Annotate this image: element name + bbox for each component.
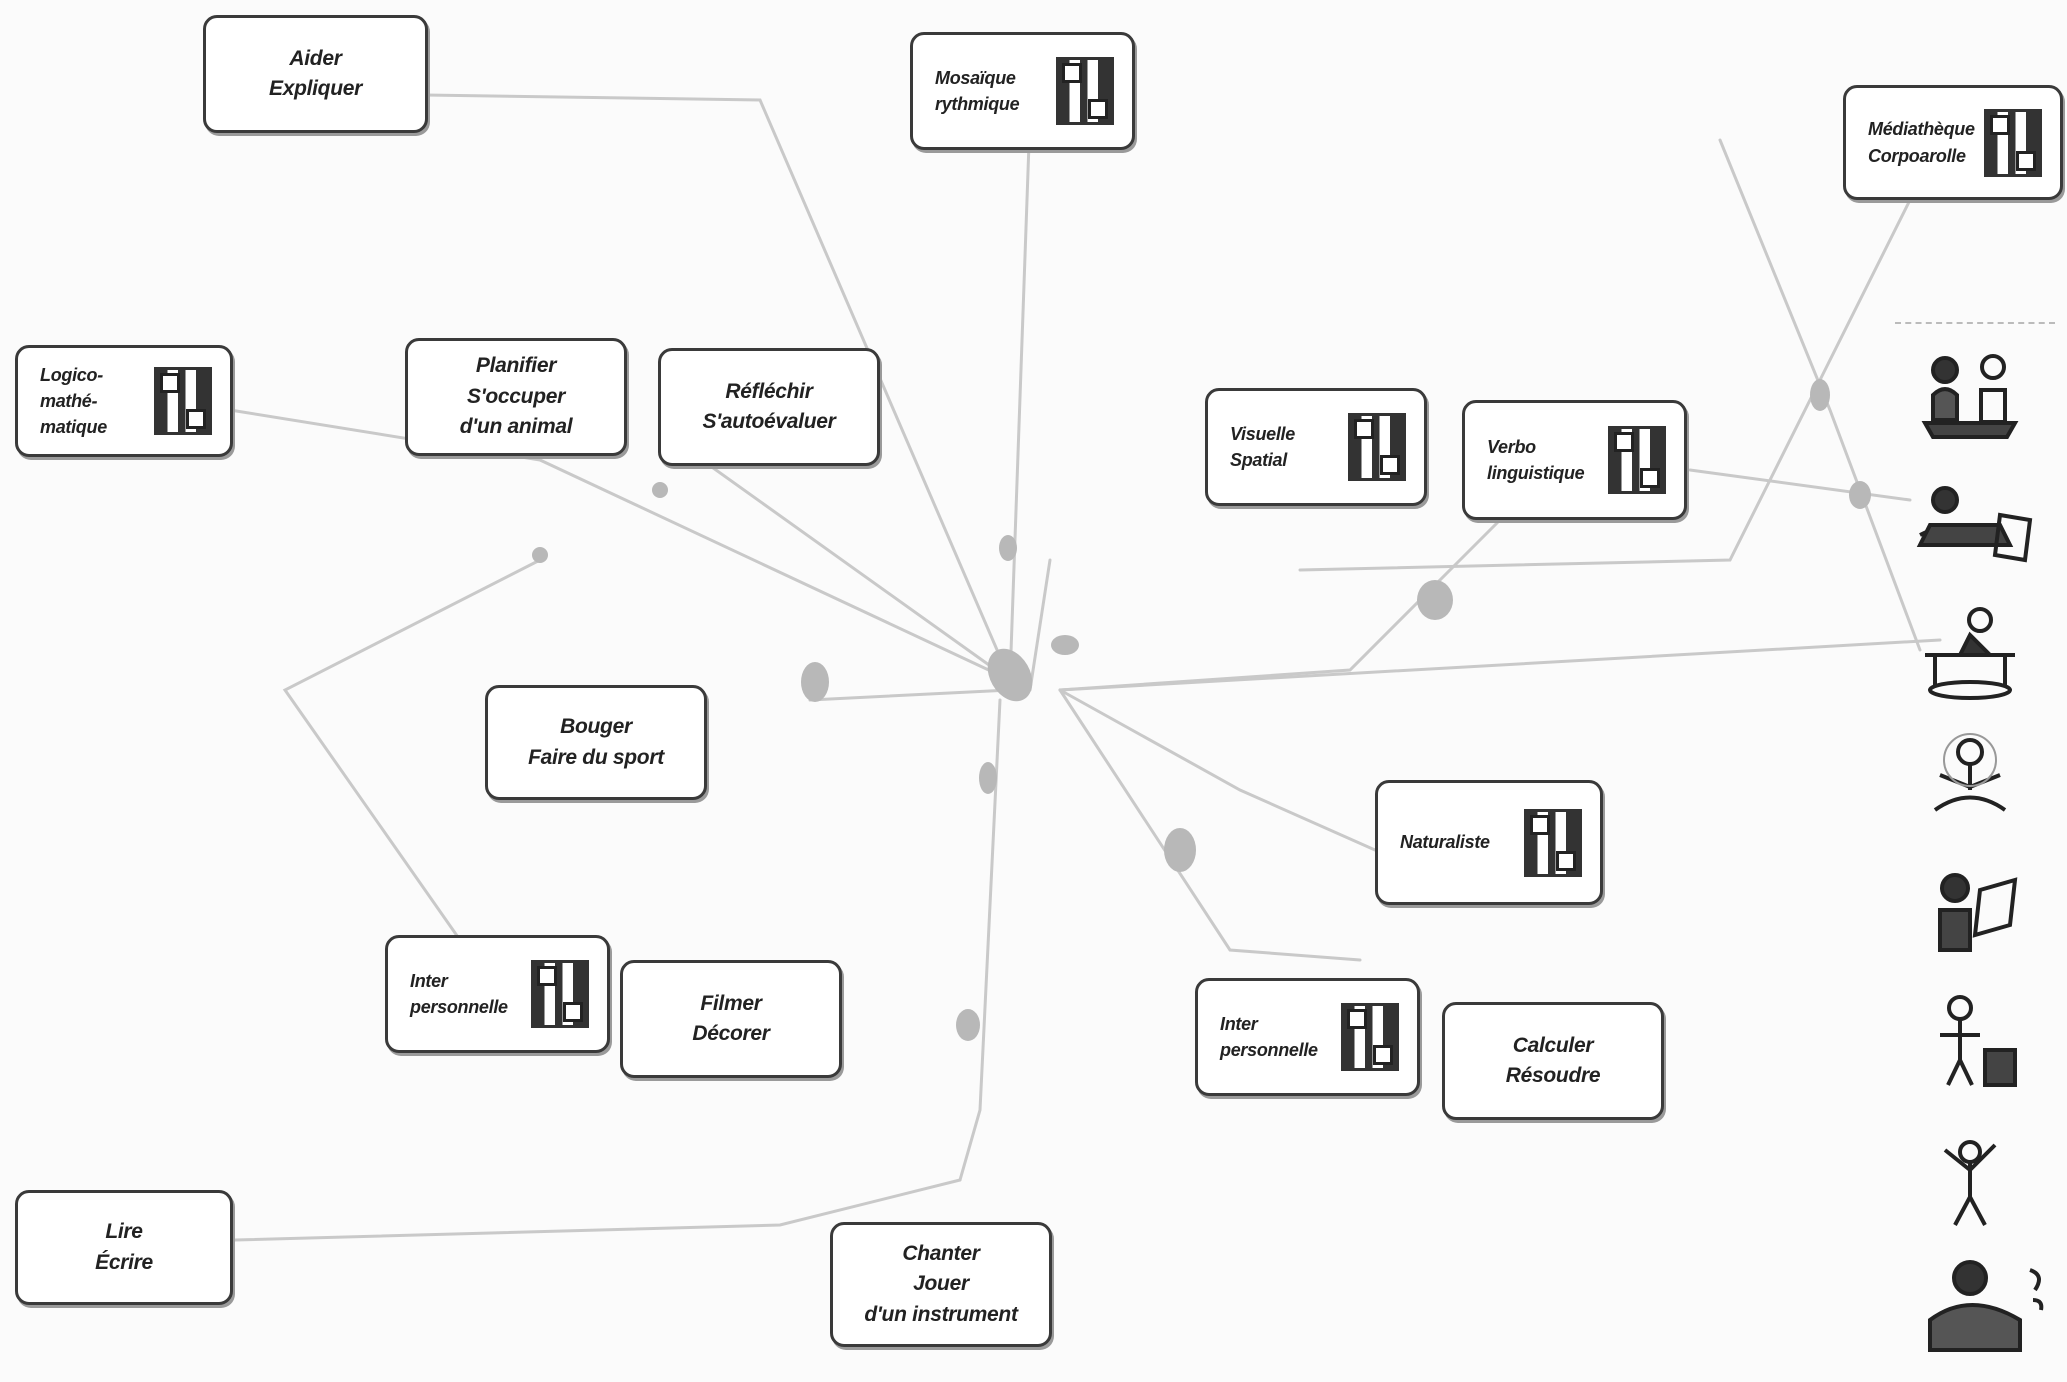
node-text: Réfléchir: [725, 379, 813, 403]
node-text: Expliquer: [269, 77, 362, 100]
children-reading-icon: [1915, 345, 2025, 445]
node-text: Filmer: [700, 991, 762, 1015]
connector-line: [233, 1178, 962, 1242]
connector-node: [979, 762, 997, 794]
node-text: Chanter: [902, 1241, 980, 1265]
connector-line: [282, 558, 542, 942]
node-text: Spatial: [1230, 450, 1287, 470]
qr-code-icon: [154, 367, 212, 435]
connector-node: [1417, 580, 1453, 620]
connector-line: [1028, 558, 1052, 692]
node-text: Bouger: [560, 715, 632, 739]
node-text: S'autoévaluer: [702, 410, 836, 433]
connector-line: [808, 688, 1012, 702]
node-inter-personnelle-left: Inter personnelle: [385, 935, 610, 1053]
connector-line: [1718, 138, 1922, 652]
connector-node: [801, 662, 829, 702]
node-text: Aider: [289, 46, 342, 70]
node-text: Planifier: [475, 354, 557, 378]
node-text: d'un animal: [459, 415, 573, 439]
node-logico-mathematique: Logico-mathé-matique: [15, 345, 233, 457]
child-lying-reading-icon: [1900, 470, 2040, 570]
node-text: Inter: [410, 970, 448, 991]
connector-line: [1058, 638, 1942, 692]
connector-line: [1688, 468, 1912, 502]
qr-code-icon: [1341, 1003, 1399, 1071]
connector-line: [958, 698, 1002, 1182]
node-text: Logico-: [40, 364, 103, 385]
connector-node: [987, 648, 1033, 702]
node-text: Mosaïque: [935, 67, 1016, 88]
node-text: Résoudre: [1505, 1064, 1601, 1087]
qr-code-icon: [531, 960, 589, 1028]
node-text: Calculer: [1512, 1033, 1594, 1057]
node-text: rythmique: [935, 94, 1020, 114]
connector-node: [1164, 828, 1196, 872]
node-text: Naturaliste: [1400, 832, 1490, 853]
node-text: linguistique: [1487, 463, 1585, 483]
qr-code-icon: [1348, 413, 1406, 481]
child-with-computer-icon: [1915, 860, 2025, 960]
node-text: personnelle: [410, 997, 508, 1017]
child-at-desk-icon: [1915, 600, 2025, 700]
qr-code-icon: [1524, 808, 1582, 877]
node-text: matique: [40, 417, 107, 438]
node-text: Décorer: [692, 1022, 770, 1045]
node-text: S'occuper: [466, 384, 565, 408]
node-text: Inter: [1220, 1013, 1258, 1034]
node-verbo-linguistique: Verbo linguistique: [1462, 400, 1687, 520]
node-text: Faire du sport: [528, 745, 664, 769]
node-text: Écrire: [95, 1250, 153, 1274]
connector-line: [1058, 688, 1377, 852]
connector-node: [956, 1009, 980, 1041]
connector-line: [658, 428, 1012, 682]
node-text: mathé-: [40, 390, 98, 411]
connector-line: [1298, 198, 1912, 572]
connector-node: [1849, 481, 1871, 509]
connector-line: [228, 408, 1012, 682]
child-gardening-icon: [1915, 990, 2025, 1090]
node-text: Visuelle: [1230, 423, 1295, 444]
connector-line: [1058, 688, 1362, 962]
node-text: Lire: [105, 1220, 143, 1244]
connector-line: [423, 93, 1012, 682]
qr-code-icon: [1056, 57, 1114, 125]
node-text: Verbo: [1487, 436, 1536, 457]
child-dancing-icon: [1925, 1130, 2015, 1230]
child-playing-music-icon: [1915, 1255, 2055, 1355]
connector-node: [1810, 379, 1830, 411]
connector-node: [652, 482, 668, 498]
node-text: d'un instrument: [864, 1302, 1018, 1326]
node-naturaliste: Naturaliste: [1375, 780, 1603, 905]
qr-code-icon: [1608, 426, 1666, 494]
node-text: Médiathèque: [1868, 119, 1975, 140]
connector-node: [532, 547, 548, 563]
pictogram-divider: [1895, 322, 2055, 324]
connector-node: [999, 535, 1017, 561]
node-text: Corpoarolle: [1868, 145, 1966, 166]
meditating-child-icon: [1915, 730, 2025, 830]
connector-line: [1008, 113, 1032, 682]
node-mosaique: Mosaïque rythmique: [910, 32, 1135, 150]
node-text: Jouer: [913, 1272, 969, 1296]
node-inter-personnelle-right: Inter personnelle: [1195, 978, 1420, 1096]
connector-node: [1051, 635, 1079, 655]
node-text: personnelle: [1220, 1040, 1318, 1060]
qr-code-icon: [1984, 108, 2042, 177]
